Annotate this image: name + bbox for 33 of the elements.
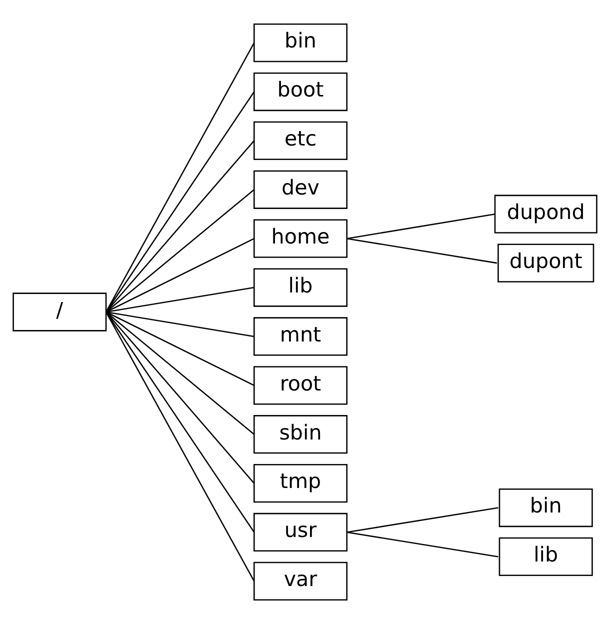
node-box: bin bbox=[498, 488, 593, 527]
connector bbox=[106, 140, 255, 312]
node-box: lib bbox=[498, 536, 593, 576]
node-box: etc bbox=[253, 120, 348, 160]
connector bbox=[106, 310, 254, 337]
connector bbox=[346, 237, 497, 264]
node-box: / bbox=[12, 292, 107, 331]
node-box: usr bbox=[253, 512, 348, 552]
node-box: dupond bbox=[494, 194, 598, 233]
connector bbox=[106, 188, 255, 312]
connector bbox=[106, 311, 255, 484]
node-box: dupont bbox=[498, 243, 594, 282]
connector bbox=[106, 311, 255, 434]
node-box: var bbox=[253, 561, 348, 600]
node-box: bin bbox=[253, 23, 348, 62]
connector bbox=[106, 238, 254, 312]
node-box: home bbox=[253, 218, 348, 258]
connector bbox=[346, 531, 498, 557]
connector bbox=[105, 311, 255, 532]
connector bbox=[106, 310, 254, 386]
connector bbox=[106, 286, 254, 312]
node-box: sbin bbox=[253, 414, 348, 454]
connector bbox=[346, 212, 496, 239]
connector bbox=[105, 90, 255, 312]
connector bbox=[346, 506, 498, 532]
node-box: mnt bbox=[253, 316, 348, 356]
connector bbox=[105, 42, 255, 312]
node-box: dev bbox=[253, 170, 348, 208]
node-box: tmp bbox=[253, 463, 348, 502]
node-box: root bbox=[253, 366, 348, 404]
connector bbox=[105, 311, 255, 581]
node-box: lib bbox=[253, 268, 348, 306]
node-box: boot bbox=[253, 72, 348, 111]
